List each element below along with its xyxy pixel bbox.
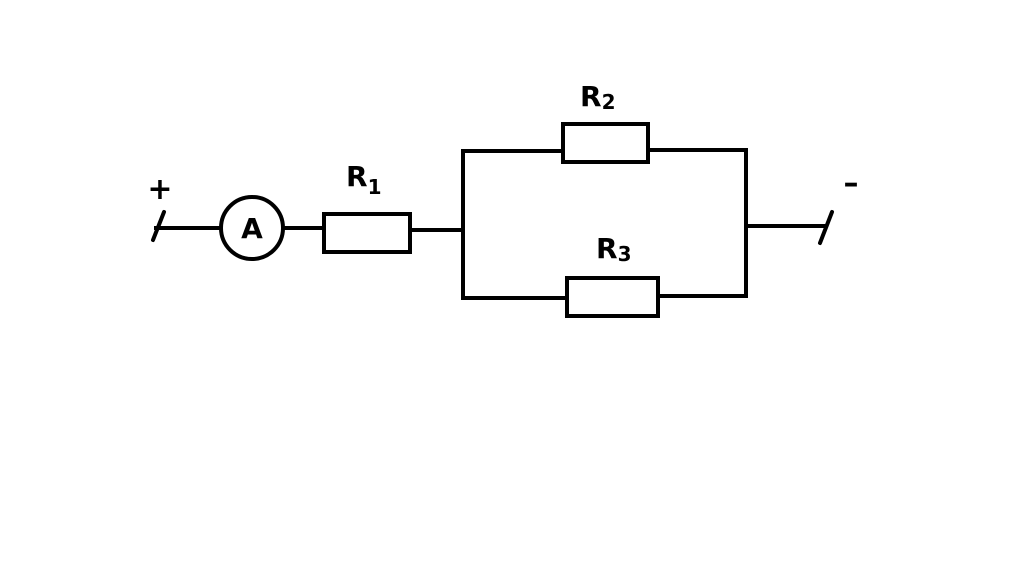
resistor-r3: R3 bbox=[565, 232, 660, 318]
resistor-r2-letter: R bbox=[580, 80, 602, 113]
ammeter-symbol: A bbox=[241, 212, 263, 245]
resistor-r2-body bbox=[561, 122, 650, 164]
negative-terminal-label: – bbox=[844, 166, 859, 201]
positive-terminal-label: + bbox=[147, 172, 172, 207]
resistor-r1: R1 bbox=[322, 160, 412, 254]
resistor-r2-subscript: 2 bbox=[602, 90, 616, 114]
negative-terminal-mark bbox=[818, 210, 834, 245]
resistor-r2: R2 bbox=[561, 80, 650, 164]
resistor-r3-letter: R bbox=[596, 232, 618, 265]
resistor-r1-label: R1 bbox=[346, 160, 381, 199]
resistor-r2-label: R2 bbox=[580, 80, 615, 114]
resistor-r1-body bbox=[322, 212, 412, 254]
resistor-r1-subscript: 1 bbox=[368, 175, 382, 199]
negative-terminal: – bbox=[818, 166, 859, 245]
ammeter: A bbox=[219, 195, 285, 261]
resistor-r1-letter: R bbox=[346, 160, 368, 193]
resistor-r3-label: R3 bbox=[596, 232, 631, 266]
resistor-r3-body bbox=[565, 276, 660, 318]
resistor-r3-subscript: 3 bbox=[618, 242, 632, 266]
